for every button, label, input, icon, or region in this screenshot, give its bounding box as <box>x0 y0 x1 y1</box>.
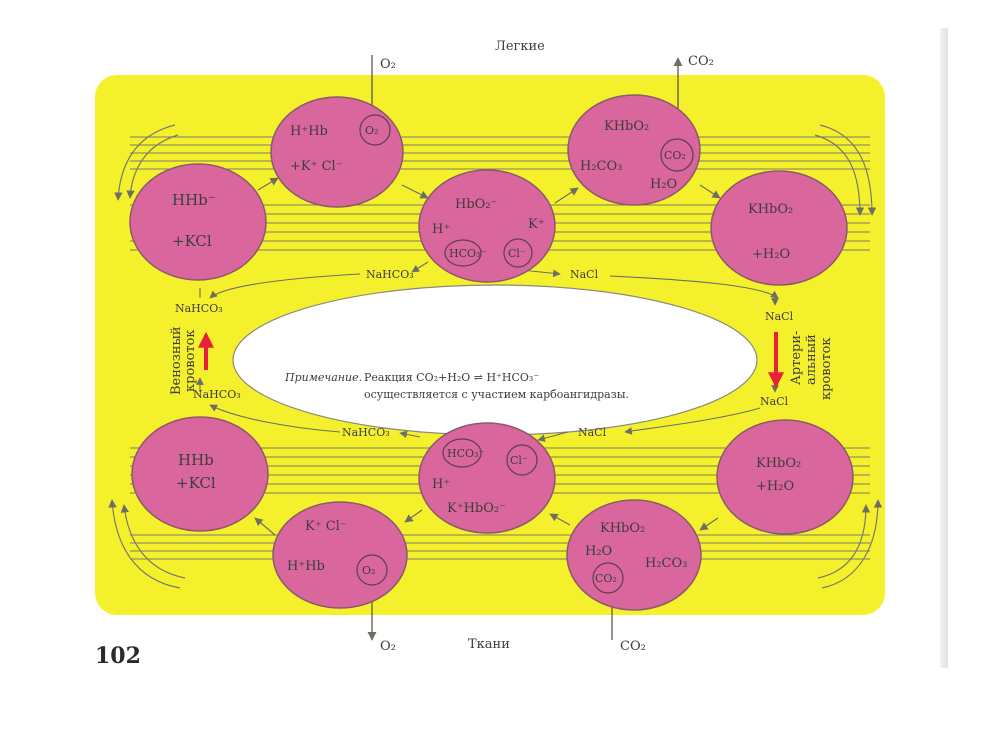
cell-text: K⁺ <box>528 217 545 232</box>
venous-label: кровоток <box>183 329 198 392</box>
cell-top-left: HHb⁻ +KCl <box>129 163 267 281</box>
nahco3-label: NaHCO₃ <box>366 268 414 281</box>
cell-text: KHbO₂ <box>756 456 801 471</box>
arterial-label: кровоток <box>819 337 834 400</box>
cell-bottom-mid-left: K⁺ Cl⁻ H⁺Hb O₂ <box>272 501 408 609</box>
cell-top-right: KHbO₂ +H₂O <box>710 170 848 286</box>
arterial-label: альный <box>804 334 819 385</box>
cell-text: +KCl <box>176 474 216 492</box>
o2-in-label: O₂ <box>380 57 396 72</box>
nacl-label: NaCl <box>578 426 607 439</box>
cl-circle-label: Cl⁻ <box>510 454 528 467</box>
nahco3-label: NaHCO₃ <box>193 388 241 401</box>
hco3-circle-label: HCO₃⁻ <box>447 447 484 460</box>
co2-circle-label: CO₂ <box>595 572 617 585</box>
cell-text: +K⁺ Cl⁻ <box>290 159 343 174</box>
cell-text: H₂CO₃ <box>580 159 622 174</box>
nacl-label: NaCl <box>570 268 599 281</box>
cell-text: K⁺HbO₂⁻ <box>447 501 506 516</box>
nahco3-label: NaHCO₃ <box>175 302 223 315</box>
note-label: Примечание. <box>284 371 362 384</box>
arterial-label: Артери- <box>789 331 804 385</box>
cl-circle-label: Cl⁻ <box>508 247 526 260</box>
cell-text: H₂O <box>585 544 612 559</box>
hco3-circle-label: HCO₃⁻ <box>449 247 486 260</box>
cell-text: +H₂O <box>752 247 790 262</box>
cell-bottom-left: HHb +KCl <box>131 416 269 532</box>
cell-text: KHbO₂ <box>600 521 645 536</box>
cell-connector-arrows <box>254 177 721 536</box>
cell-top-mid-left: H⁺Hb O₂ +K⁺ Cl⁻ <box>270 96 404 208</box>
lungs-label: Легкие <box>495 39 545 54</box>
cell-top-center: HbO₂⁻ H⁺ K⁺ HCO₃⁻ Cl⁻ <box>418 169 556 283</box>
co2-out-label: CO₂ <box>688 54 714 69</box>
page-number: 102 <box>95 643 141 669</box>
center-ellipse <box>232 284 758 436</box>
nacl-label: NaCl <box>765 310 794 323</box>
co2-in-label: CO₂ <box>620 639 646 654</box>
note-text: Реакция CO₂+H₂O ⇌ H⁺HCO₃⁻ <box>364 371 539 384</box>
cell-text: H⁺Hb <box>290 124 328 139</box>
note-text: осуществляется с участием карбоангидразы… <box>364 388 629 401</box>
cell-text: H⁺Hb <box>287 559 325 574</box>
cell-text: KHbO₂ <box>604 119 649 134</box>
venous-label: Венозный <box>169 326 184 395</box>
cell-text: H⁺ <box>432 222 450 237</box>
cell-top-mid-right: KHbO₂ H₂CO₃ CO₂ H₂O <box>567 94 701 206</box>
co2-circle-label: CO₂ <box>664 149 686 162</box>
o2-circle-label: O₂ <box>362 564 375 577</box>
cell-bottom-center: HCO₃⁻ Cl⁻ H⁺ K⁺HbO₂⁻ <box>418 422 556 534</box>
page-edge <box>940 28 948 668</box>
o2-circle-label: O₂ <box>365 124 378 137</box>
tissues-label: Ткани <box>468 637 510 652</box>
cell-text: HHb <box>178 451 214 469</box>
cell-text: H₂CO₃ <box>645 556 687 571</box>
nacl-label: NaCl <box>760 395 789 408</box>
cell-text: H⁺ <box>432 477 450 492</box>
nahco3-label: NaHCO₃ <box>342 426 390 439</box>
cell-text: +H₂O <box>756 479 794 494</box>
side-flow-curves <box>108 124 883 589</box>
cell-bottom-right: KHbO₂ +H₂O <box>716 419 854 535</box>
salt-labels: NaHCO₃ NaCl NaHCO₃ NaHCO₃ NaCl NaCl NaHC… <box>175 268 794 439</box>
cell-text: HHb⁻ <box>172 191 216 209</box>
cell-text: HbO₂⁻ <box>455 197 497 212</box>
cell-text: +KCl <box>172 232 212 250</box>
cell-bottom-mid-right: KHbO₂ H₂O H₂CO₃ CO₂ <box>566 499 702 611</box>
o2-out-label: O₂ <box>380 639 396 654</box>
cell-text: KHbO₂ <box>748 202 793 217</box>
cell-text: K⁺ Cl⁻ <box>305 519 347 534</box>
cell-text: H₂O <box>650 177 677 192</box>
